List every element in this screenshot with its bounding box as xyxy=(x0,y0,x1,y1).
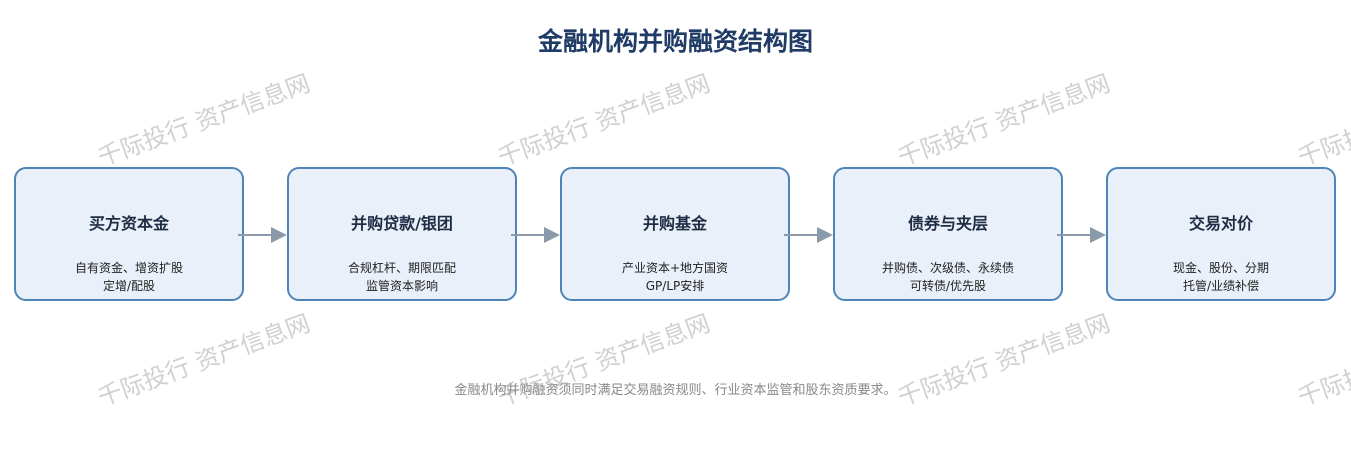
box-ma-fund: 并购基金 产业资本+地方国资 GP/LP安排 xyxy=(560,167,790,301)
box-line: 产业资本+地方国资 xyxy=(621,261,729,275)
box-title: 并购贷款/银团 xyxy=(351,214,453,233)
diagram-title: 金融机构并购融资结构图 xyxy=(537,27,813,56)
box-ma-loan: 并购贷款/银团 合规杠杆、期限匹配 监管资本影响 xyxy=(287,167,517,301)
box-line: 并购债、次级债、永续债 xyxy=(881,261,1014,275)
footnote: 金融机构并购融资须同时满足交易融资规则、行业资本监管和股东资质要求。 xyxy=(454,383,897,398)
box-consideration: 交易对价 现金、股份、分期 托管/业绩补偿 xyxy=(1106,167,1336,301)
box-line: 可转债/优先股 xyxy=(909,279,987,293)
box-line: 自有资金、增资扩股 xyxy=(74,261,183,275)
box-bonds-mezzanine: 债券与夹层 并购债、次级债、永续债 可转债/优先股 xyxy=(833,167,1063,301)
box-buyer-equity: 买方资本金 自有资金、增资扩股 定增/配股 xyxy=(14,167,244,301)
box-line: GP/LP安排 xyxy=(645,279,705,293)
box-line: 合规杠杆、期限匹配 xyxy=(347,261,456,275)
box-line: 定增/配股 xyxy=(102,279,156,293)
box-title: 交易对价 xyxy=(1188,214,1253,233)
box-line: 托管/业绩补偿 xyxy=(1182,279,1260,293)
box-line: 现金、股份、分期 xyxy=(1172,261,1269,275)
box-title: 并购基金 xyxy=(642,214,707,233)
box-title: 买方资本金 xyxy=(88,214,169,233)
box-line: 监管资本影响 xyxy=(365,279,438,293)
box-title: 债券与夹层 xyxy=(907,214,988,233)
